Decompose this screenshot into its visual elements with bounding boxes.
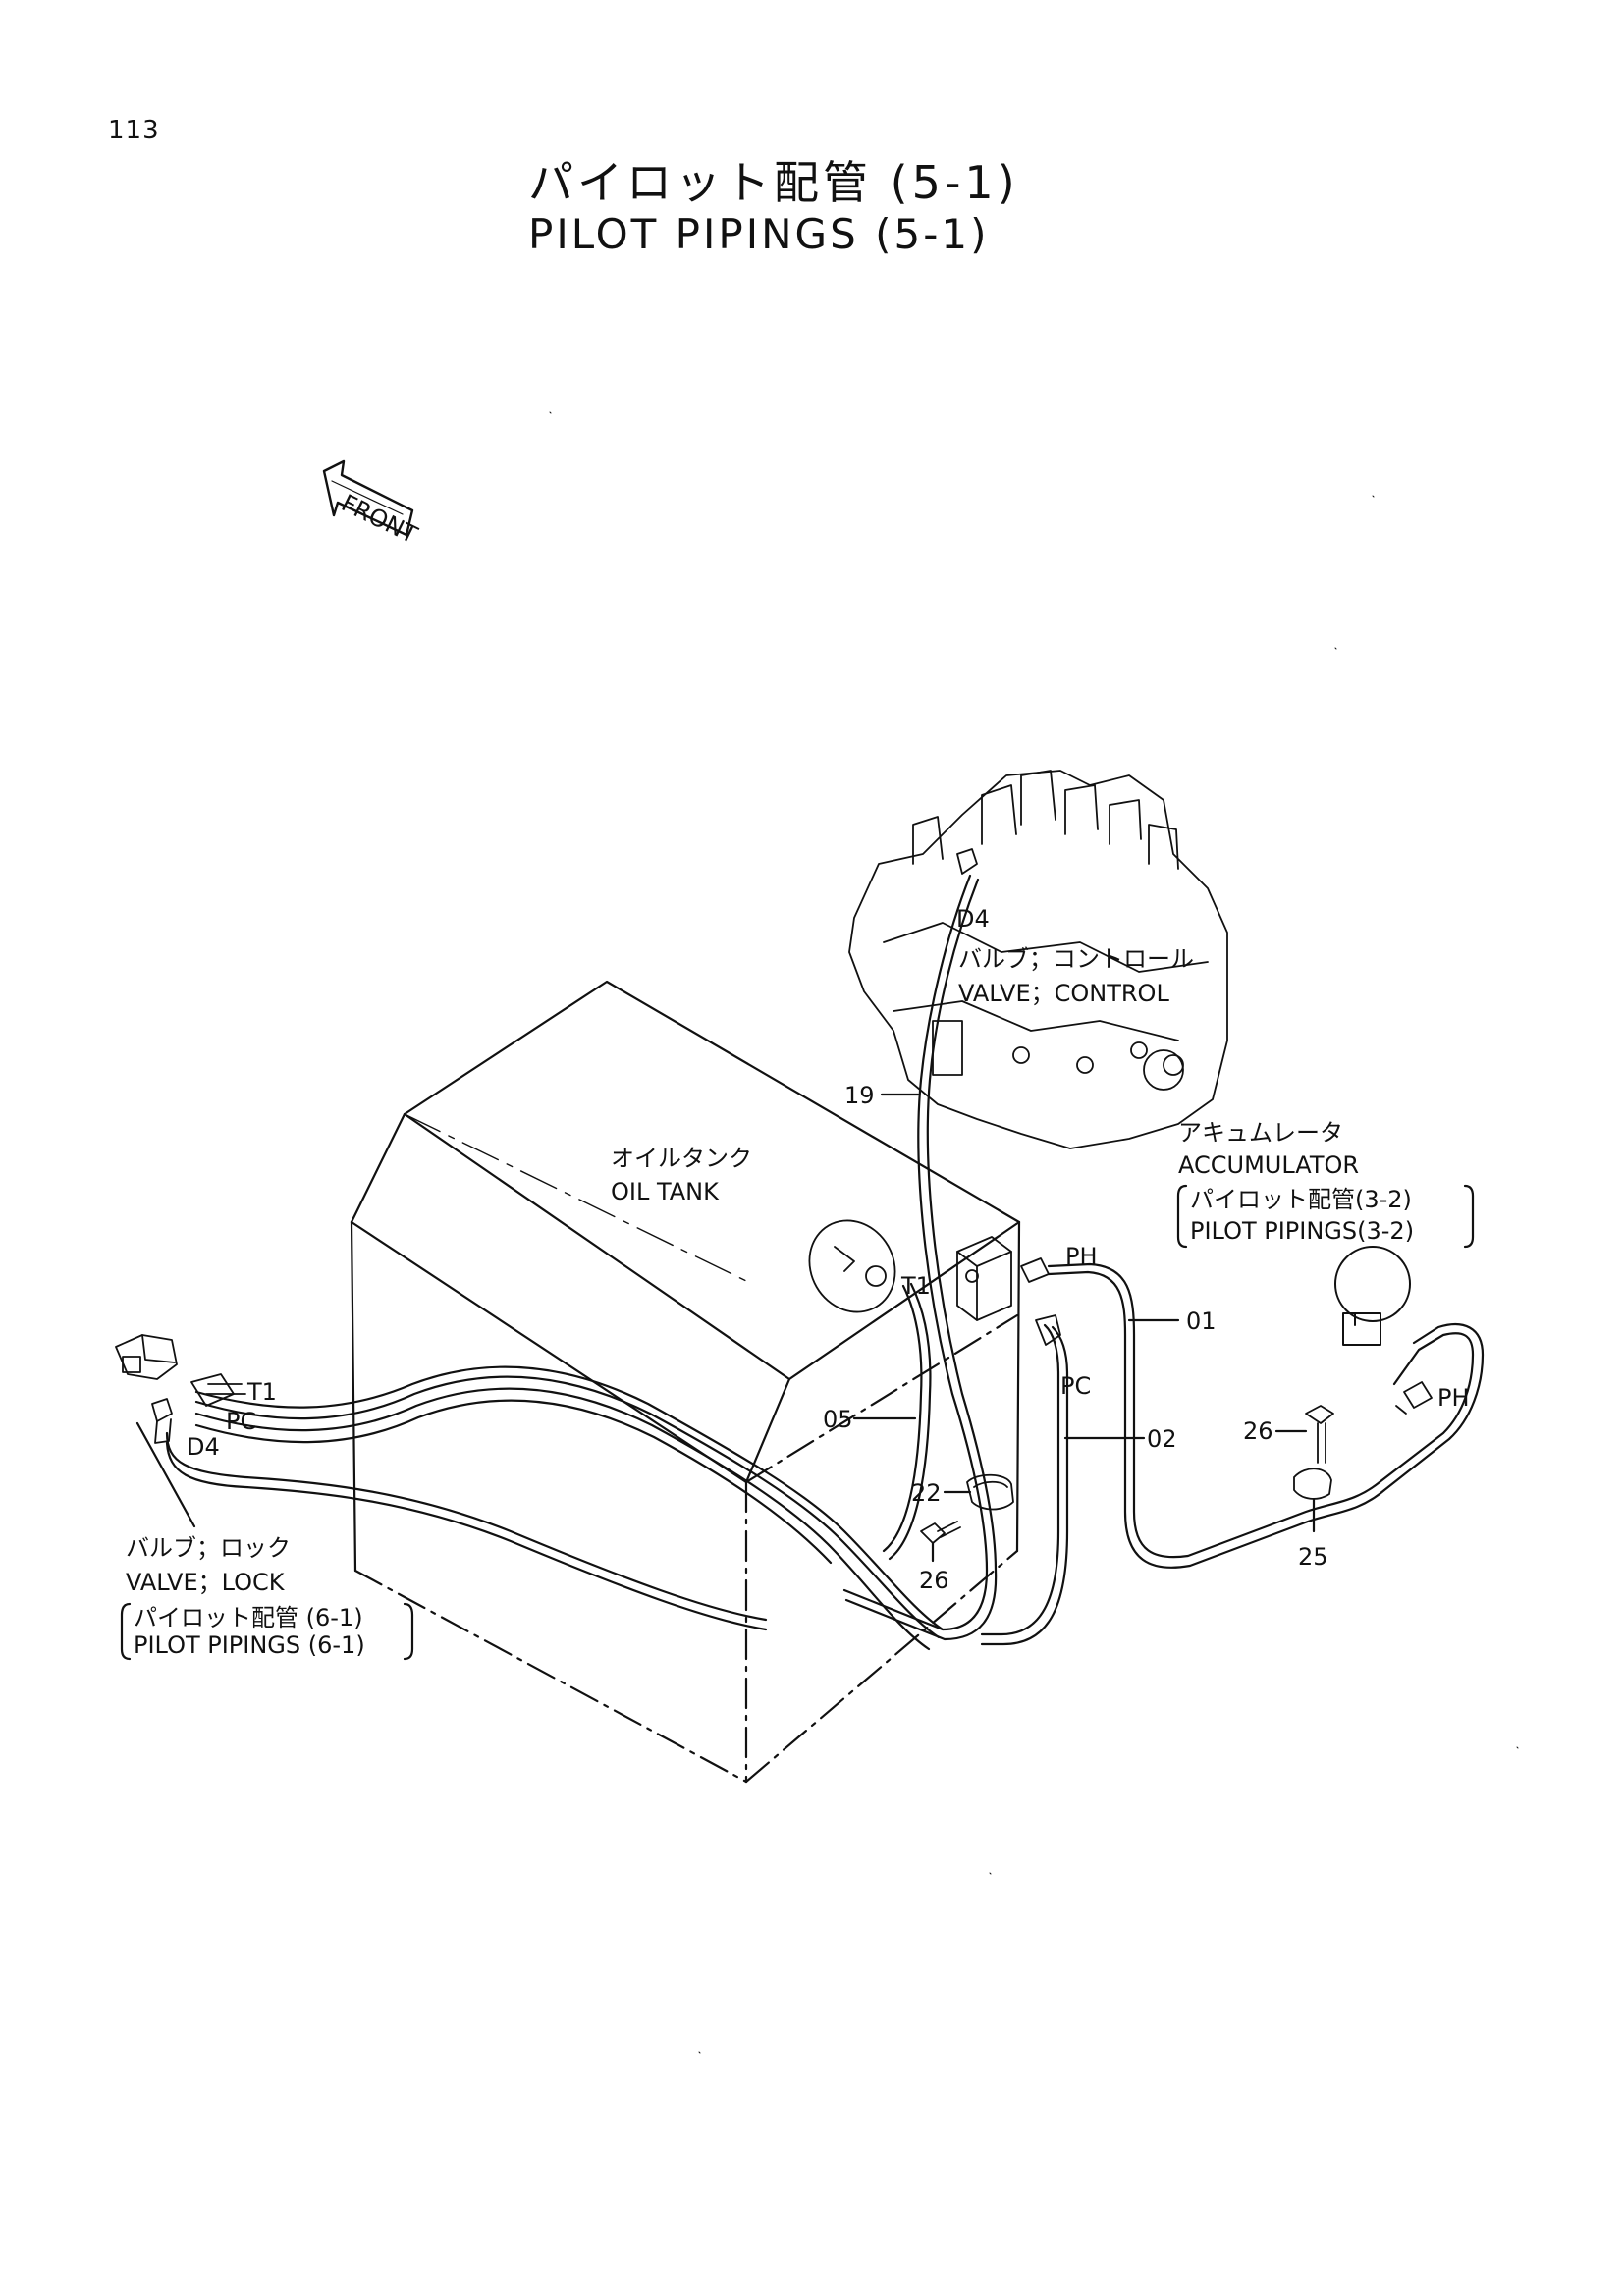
lock-ref-jp: パイロット配管 (6-1)	[134, 1604, 363, 1631]
accumulator-ref-bracket-left	[1176, 1184, 1188, 1249]
accumulator-sphere-icon	[1334, 1246, 1411, 1346]
lock-valve	[115, 1334, 246, 1444]
part-number-01: 01	[1186, 1308, 1217, 1335]
clamp-25	[1293, 1468, 1332, 1500]
part-number-22: 22	[911, 1479, 942, 1507]
lock-ref-en: PILOT PIPINGS (6-1)	[134, 1631, 365, 1659]
lock-valve-label-en: VALVE；LOCK	[126, 1569, 286, 1596]
port-label-pc-lock: PC	[226, 1408, 256, 1435]
control-valve-label-jp: バルブ；コントロール	[958, 945, 1194, 973]
port-label-pc-tank: PC	[1060, 1372, 1091, 1400]
page-title-en: PILOT PIPINGS (5-1)	[528, 210, 990, 258]
accumulator-ref-en: PILOT PIPINGS(3-2)	[1190, 1217, 1414, 1245]
port-label-ph-acc: PH	[1437, 1384, 1470, 1412]
pipe-01	[1047, 1262, 1485, 1569]
oil-tank-label-jp: オイルタンク	[611, 1145, 752, 1172]
bolt-26-center	[920, 1521, 961, 1544]
page-number: 113	[108, 116, 160, 145]
accumulator-port-fitting	[1395, 1381, 1433, 1415]
port-label-d4-lock: D4	[187, 1433, 220, 1461]
pipe-02	[980, 1323, 1069, 1646]
pilot-lines-lock	[165, 1365, 945, 1651]
part-number-05: 05	[823, 1406, 853, 1433]
bolt-26-right	[1305, 1405, 1334, 1464]
scan-specks	[549, 411, 1519, 2054]
pipe-05	[882, 1282, 932, 1561]
accumulator-label-jp: アキュムレータ	[1178, 1119, 1343, 1147]
part-number-19: 19	[844, 1082, 875, 1109]
front-label: FRONT	[337, 489, 421, 549]
accumulator-label-en: ACCUMULATOR	[1178, 1151, 1359, 1179]
pipe-19	[842, 874, 998, 1641]
front-arrow-icon: FRONT	[322, 459, 422, 549]
clamp-22	[966, 1473, 1014, 1511]
control-valve	[848, 770, 1228, 1149]
oil-tank	[350, 980, 1021, 1784]
accumulator-ref-jp: パイロット配管(3-2)	[1190, 1186, 1412, 1213]
oil-tank-label-en: OIL TANK	[611, 1178, 720, 1205]
part-number-26-right: 26	[1243, 1417, 1273, 1445]
control-valve-label-en: VALVE；CONTROL	[958, 980, 1169, 1007]
lock-ref-bracket-left	[120, 1602, 132, 1661]
part-number-26-center: 26	[919, 1567, 949, 1594]
leader-lock-valve	[135, 1421, 196, 1528]
accumulator-ref-bracket-right	[1463, 1184, 1475, 1249]
part-number-02: 02	[1147, 1425, 1177, 1453]
page-title-jp: パイロット配管 (5-1)	[528, 156, 1019, 209]
lock-ref-bracket-right	[403, 1602, 414, 1661]
part-number-25: 25	[1298, 1543, 1328, 1571]
tank-port-fitting: T1	[808, 1219, 931, 1313]
port-label-t1-lock: T1	[246, 1378, 277, 1406]
lock-valve-label-jp: バルブ；ロック	[126, 1534, 291, 1562]
